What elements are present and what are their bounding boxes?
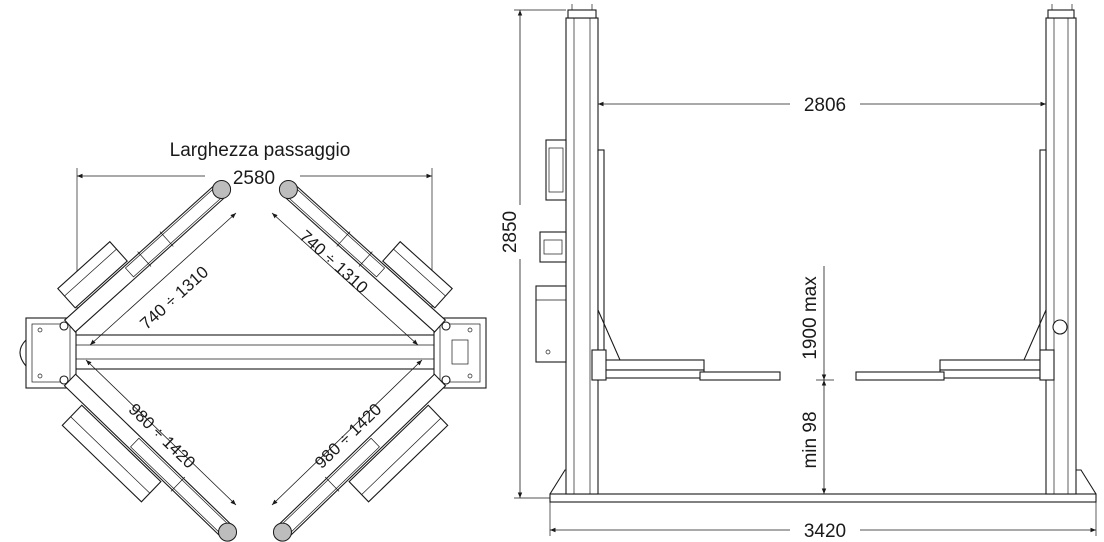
control-box — [545, 139, 567, 201]
passage-title-label: Larghezza passaggio — [170, 140, 351, 161]
cross-beam — [65, 334, 444, 370]
max-lift-label: 1900 max — [800, 276, 821, 360]
min-height-label: min 98 — [800, 411, 821, 468]
arm-rear-left — [61, 373, 238, 542]
right-lift-arm — [855, 309, 1055, 381]
total-height-dimension: 2850 — [500, 9, 566, 499]
power-unit — [535, 231, 567, 363]
left-column-base — [19, 317, 77, 389]
column-gap-dimension: 2806 — [598, 92, 1046, 116]
total-width-dimension: 3420 — [549, 502, 1097, 542]
total-width-label: 3420 — [804, 521, 846, 542]
base-plate — [549, 469, 1097, 503]
passage-width-dimension: Larghezza passaggio 2580 — [76, 140, 433, 330]
left-column — [565, 4, 605, 495]
right-column-base — [433, 317, 487, 389]
lift-height-dimensions: 1900 max min 98 — [800, 266, 834, 494]
front-view: 2850 — [500, 4, 1097, 542]
left-lift-arm — [591, 309, 781, 381]
front-arm-range-left-label: 740 ÷ 1310 — [136, 262, 212, 333]
column-gap-label: 2806 — [804, 95, 846, 116]
right-column — [1039, 4, 1077, 495]
top-view: Larghezza passaggio 2580 — [19, 140, 487, 542]
passage-width-label: 2580 — [233, 168, 275, 189]
arm-rear-right — [272, 373, 449, 542]
total-height-label: 2850 — [500, 211, 521, 253]
